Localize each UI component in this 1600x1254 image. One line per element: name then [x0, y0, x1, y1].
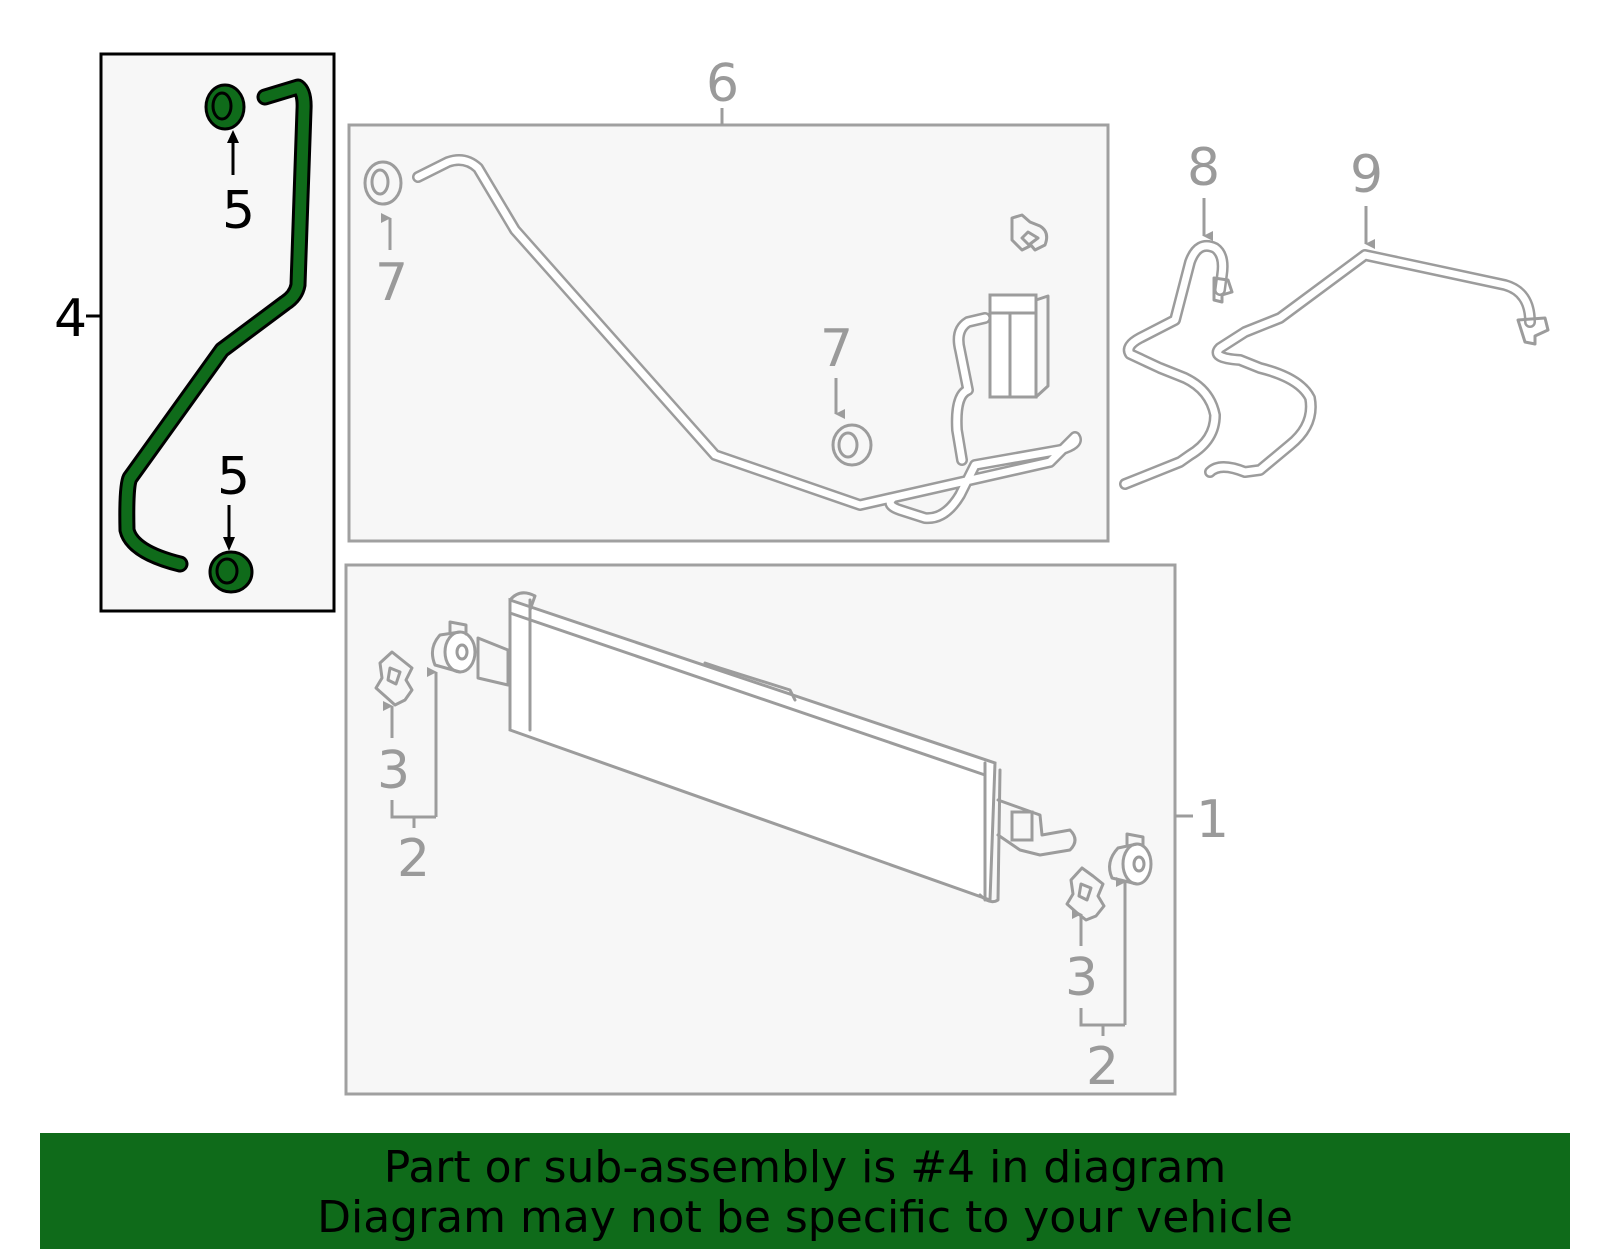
callout-1[interactable]: 1 — [1196, 790, 1229, 850]
callout-7-left[interactable]: 7 — [375, 253, 408, 313]
callout-4[interactable]: 4 — [54, 289, 87, 349]
clip-part-6[interactable] — [1010, 213, 1049, 252]
callout-6[interactable]: 6 — [706, 54, 739, 114]
hose-part-4[interactable] — [118, 78, 313, 573]
callout-5-bottom[interactable]: 5 — [217, 447, 250, 507]
panel-part-6 — [347, 108, 1110, 543]
clip-part-3-right[interactable] — [1065, 866, 1106, 922]
panel-part-4 — [99, 52, 336, 613]
callout-3-right[interactable]: 3 — [1065, 948, 1098, 1008]
banner-line-part: Part or sub-assembly is #4 in diagram — [383, 1142, 1227, 1193]
info-banner: Part or sub-assembly is #4 in diagram Di… — [40, 1133, 1570, 1249]
callout-8[interactable]: 8 — [1187, 138, 1220, 198]
banner-line-disclaimer: Diagram may not be specific to your vehi… — [317, 1192, 1293, 1243]
pipe-part-6[interactable] — [412, 154, 1082, 525]
cooler-part-1[interactable] — [476, 591, 1077, 904]
panel-part-1 — [344, 563, 1193, 1096]
leader-5-bottom — [223, 505, 235, 551]
callout-3-left[interactable]: 3 — [377, 741, 410, 801]
seal-part-7-right[interactable] — [831, 423, 873, 467]
callout-9[interactable]: 9 — [1350, 145, 1383, 205]
line-part-9[interactable] — [1204, 249, 1550, 478]
leader-3-2-left — [383, 667, 438, 828]
seal-part-5-top[interactable] — [204, 83, 246, 131]
panel-1-frame — [344, 563, 1177, 1096]
callout-7-right[interactable]: 7 — [820, 319, 853, 379]
callout-2-left[interactable]: 2 — [397, 829, 430, 889]
mount-part-2-left[interactable] — [430, 620, 477, 674]
callout-2-right[interactable]: 2 — [1086, 1037, 1119, 1097]
seal-part-5-bottom[interactable] — [208, 550, 254, 594]
line-part-8[interactable] — [1119, 239, 1234, 490]
seal-part-7-left[interactable] — [363, 160, 403, 206]
callout-5-top[interactable]: 5 — [222, 181, 255, 241]
leader-3-2-right — [1072, 877, 1127, 1036]
mount-part-2-right[interactable] — [1108, 832, 1153, 886]
clip-part-3-left[interactable] — [374, 650, 414, 707]
leader-5-top — [227, 130, 239, 175]
